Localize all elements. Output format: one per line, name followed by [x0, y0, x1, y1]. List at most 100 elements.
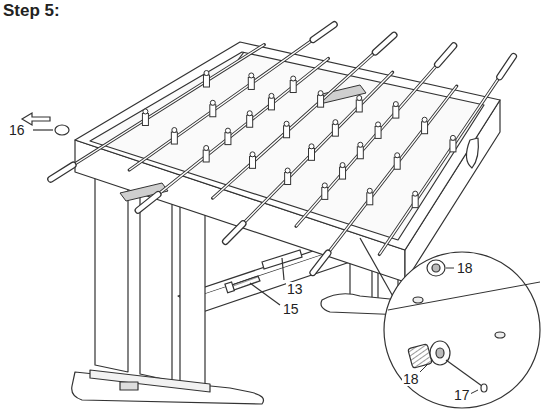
player-figure	[450, 140, 456, 152]
detail-pointer	[360, 238, 395, 300]
threaded-bushing	[408, 344, 432, 368]
rod-handle-face	[437, 46, 453, 65]
callout-number: 15	[282, 302, 300, 316]
rod-handle-face	[500, 56, 514, 77]
player-head	[247, 111, 252, 116]
callout-number: 13	[286, 282, 304, 296]
goal-score-counter	[318, 85, 366, 103]
player-head	[204, 71, 209, 76]
player-head	[413, 191, 418, 196]
player-head	[367, 188, 372, 193]
player-rod-highlight	[225, 72, 392, 241]
player-figure	[142, 113, 148, 125]
player-head	[393, 102, 398, 107]
rod-handle	[51, 165, 73, 179]
player-figure	[225, 133, 231, 145]
player-rod	[379, 56, 513, 254]
player-figure	[268, 98, 274, 110]
player-figure	[248, 77, 254, 89]
bushing-bore	[432, 264, 440, 272]
player-head	[269, 93, 274, 98]
player-figure	[203, 75, 209, 87]
player-rod-highlight	[296, 46, 454, 227]
foot-leveler	[120, 382, 138, 390]
table-top-rim	[75, 42, 500, 250]
player-rod-highlight	[51, 45, 265, 180]
rod-handle-face	[51, 165, 73, 179]
rod-handle	[138, 194, 158, 210]
front-leg-post	[95, 168, 128, 372]
player-figure	[250, 156, 256, 168]
player-figure	[285, 173, 291, 185]
player-head	[357, 95, 362, 100]
screw-head	[481, 384, 487, 392]
step-title: Step 5:	[3, 2, 60, 19]
player-rod-highlight	[138, 58, 328, 210]
foot-rail	[90, 370, 210, 392]
leader-line	[470, 390, 478, 394]
player-figure	[210, 105, 216, 117]
player-figure	[290, 81, 296, 93]
player-figure	[332, 124, 338, 136]
player-head	[309, 144, 314, 149]
player-head	[333, 120, 338, 125]
leader-line	[420, 364, 428, 372]
player-head	[291, 76, 296, 81]
player-figure	[356, 100, 362, 112]
rod-handle	[225, 224, 243, 242]
screw-head	[225, 282, 234, 293]
player-figure	[357, 147, 363, 159]
callout-number: 18	[456, 261, 474, 275]
player-head	[322, 183, 327, 188]
player-figure	[412, 196, 418, 208]
player-rod-highlight	[129, 25, 334, 170]
player-head	[450, 135, 455, 140]
direction-arrow	[22, 113, 50, 125]
player-rod	[296, 46, 454, 227]
rod-handle	[375, 35, 394, 52]
player-head	[172, 128, 177, 133]
bushing	[427, 260, 445, 276]
rod-handle	[437, 46, 453, 65]
player-head	[204, 145, 209, 150]
player-figure	[393, 106, 399, 118]
player-figure	[203, 150, 209, 162]
ball-return	[466, 138, 478, 168]
player-rod	[51, 45, 265, 180]
player-figure	[318, 95, 324, 107]
front-leg-post	[180, 195, 205, 388]
screw-shaft	[446, 360, 482, 386]
player-figure	[171, 132, 177, 144]
rod-handle	[500, 56, 514, 77]
player-rod	[225, 72, 392, 241]
player-figure	[309, 148, 315, 160]
player-head	[225, 128, 230, 133]
player-rod-highlight	[213, 35, 394, 198]
player-rod	[213, 35, 394, 198]
callout-number: 17	[453, 388, 471, 402]
rod-handle	[313, 253, 328, 273]
leader-line	[282, 258, 284, 280]
bushing-bore	[436, 348, 444, 358]
stretcher-bar	[185, 245, 350, 318]
player-head	[340, 163, 345, 168]
rod-handle-face	[313, 253, 328, 273]
player-head	[376, 122, 381, 127]
player-figure	[340, 167, 346, 179]
player-head	[422, 117, 427, 122]
front-leg-post	[140, 182, 172, 381]
player-figure	[284, 126, 290, 138]
player-figure	[367, 193, 373, 205]
player-figure	[422, 122, 428, 134]
hole	[413, 297, 423, 303]
player-head	[143, 109, 148, 114]
rod-handle-face	[225, 224, 243, 242]
player-head	[318, 91, 323, 96]
player-head	[358, 142, 363, 147]
rod-handle	[313, 25, 334, 40]
rod-handle-face	[375, 35, 394, 52]
player-figure	[322, 187, 328, 199]
player-rod-highlight	[379, 56, 513, 254]
end-cap	[55, 125, 69, 135]
